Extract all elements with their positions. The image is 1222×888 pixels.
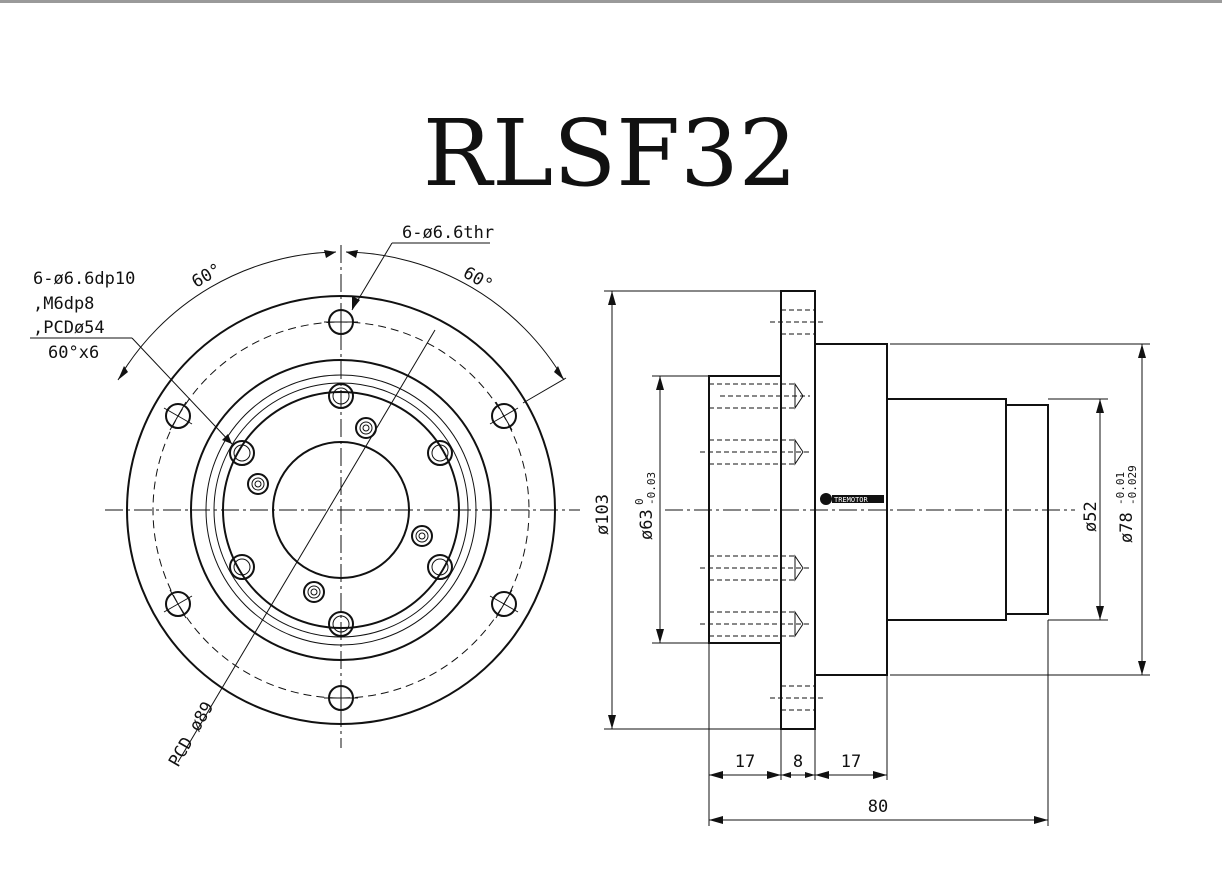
brand-logo: TREMOTOR	[820, 493, 884, 505]
pcd54-holes	[229, 383, 453, 637]
dim-len-a: 17	[735, 752, 755, 772]
side-callout-line1: 6-ø6.6dp10	[33, 269, 135, 289]
angle-arc-right	[345, 251, 565, 381]
pcd89-leader	[177, 329, 436, 763]
flange-outer-circle	[126, 295, 556, 725]
angle-right-label: 60°	[460, 263, 497, 296]
side-callout-leader	[131, 337, 233, 445]
top-hole-callout: 6-ø6.6thr	[402, 223, 494, 243]
side-callout-line4: 60°x6	[48, 343, 99, 363]
pcd89-hole	[165, 403, 191, 429]
dim-len-b: 8	[793, 752, 803, 772]
dim-body-label: ø78	[1117, 512, 1137, 543]
bore-circle	[272, 441, 410, 579]
bolt-ring-circle	[222, 391, 460, 629]
dim-pilot-tol-upper: 0	[633, 498, 646, 505]
dim-len-c: 17	[841, 752, 861, 772]
dim-pilot-tol-lower: -0.03	[645, 472, 658, 505]
angle-left-label: 60°	[189, 260, 226, 293]
window-top-border	[0, 0, 1222, 3]
side-callout-line3: ,PCDø54	[33, 318, 105, 338]
pcd89-hole	[491, 591, 517, 617]
dim-body-tol-upper: -0.01	[1114, 472, 1127, 505]
drawing-title: RLSF32	[423, 100, 797, 207]
pcd89-hole	[491, 403, 517, 429]
dim-shaft-label: ø52	[1081, 501, 1101, 532]
side-view: TREMOTOR ø103 ø63 0 -0.03 ø52 ø78 -0.01	[593, 290, 1150, 826]
side-callout-line2: ,M6dp8	[33, 294, 94, 314]
dim-body-tol-lower: -0.029	[1126, 465, 1139, 505]
pilot-outer-circle	[205, 374, 477, 646]
pcd89-holes	[163, 305, 519, 715]
angle-arc-left	[117, 251, 337, 381]
hidden-tapped-holes	[700, 309, 826, 711]
pcd89-hole	[165, 591, 191, 617]
pcd89-label: PCD ø89	[165, 698, 218, 770]
dim-flange-label: ø103	[593, 494, 613, 535]
front-view: PCD ø89 6-ø6.6thr 6-ø6.6dp10 ,M6dp8 ,PCD…	[30, 223, 580, 771]
top-hole-leader	[351, 242, 393, 311]
brand-logo-text: TREMOTOR	[834, 496, 869, 504]
body-circle	[190, 359, 492, 661]
output-shaft	[1005, 404, 1049, 615]
dim-len-total: 80	[868, 797, 888, 817]
small-screws	[247, 417, 433, 603]
dim-pilot-label: ø63	[637, 509, 657, 540]
